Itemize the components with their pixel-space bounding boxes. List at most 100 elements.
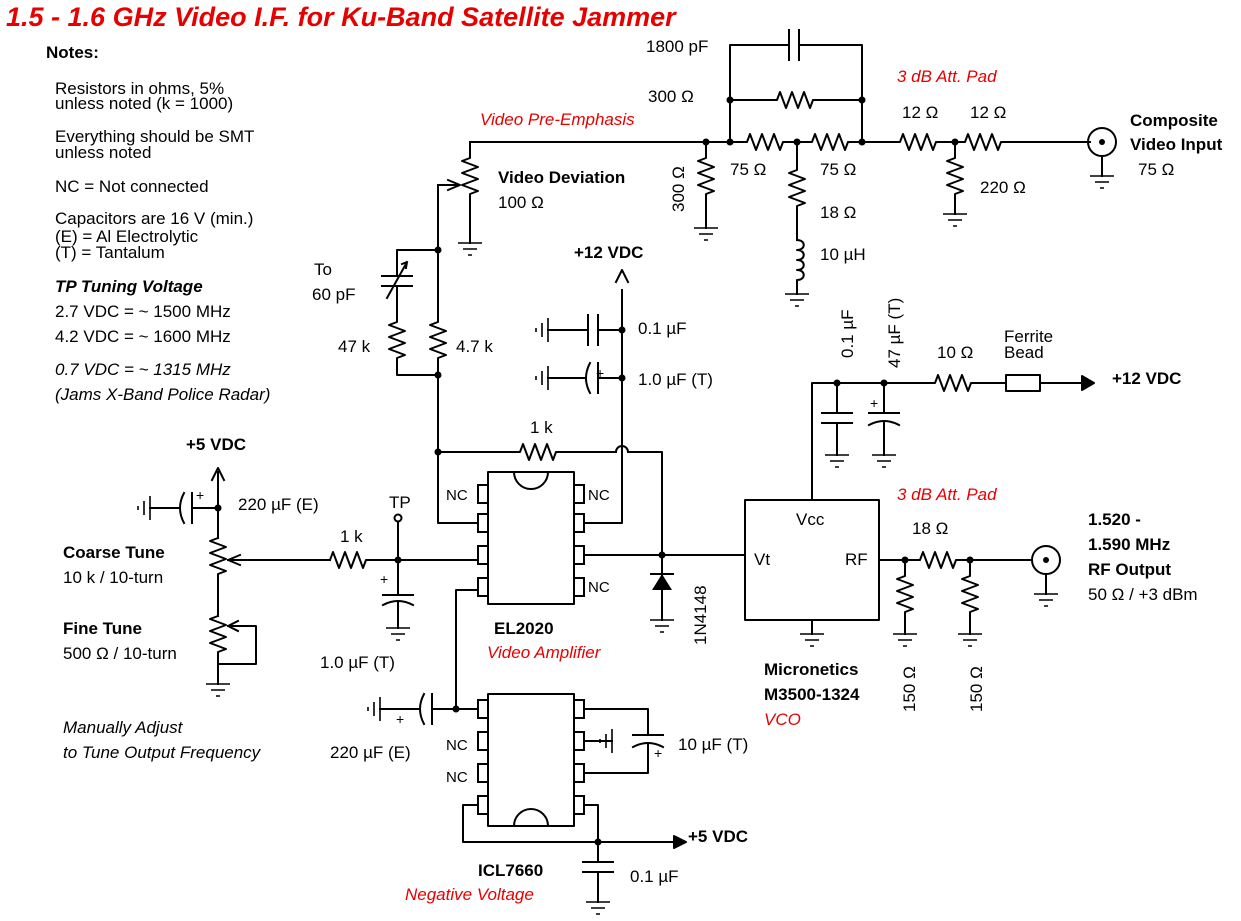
tp-label: TP bbox=[389, 493, 411, 512]
composite-label-1: Composite bbox=[1130, 111, 1218, 130]
c01-vco-label: 0.1 µF bbox=[838, 309, 857, 358]
notes-heading: Notes: bbox=[46, 43, 99, 62]
icl7660-converter: + 220 µF (E) + 10 µF (T) NC NC +5 VDC 0.… bbox=[330, 692, 748, 915]
trim-cap-label-2: 60 pF bbox=[312, 285, 355, 304]
diode-label: 1N4148 bbox=[691, 585, 710, 645]
deviation-name: Video Deviation bbox=[498, 168, 625, 187]
note-tp-heading: TP Tuning Voltage bbox=[55, 277, 203, 296]
trim-cap-label-1: To bbox=[314, 260, 332, 279]
icl-5v-label: +5 VDC bbox=[688, 827, 748, 846]
el2020-nc-1: NC bbox=[446, 487, 468, 504]
icl-c220-label: 220 µF (E) bbox=[330, 743, 411, 762]
feedback-1k-label: 1 k bbox=[530, 418, 553, 437]
pre-emphasis-network: 1800 pF 300 Ω Video Pre-Emphasis 300 Ω 7… bbox=[469, 29, 866, 307]
note-resistors-2: unless noted (k = 1000) bbox=[55, 94, 233, 113]
c220-label: 220 µF (E) bbox=[238, 495, 319, 514]
c1-tune-plus: + bbox=[380, 571, 388, 587]
notes-block: Notes: Resistors in ohms, 5% unless note… bbox=[46, 43, 270, 404]
coarse-tune-value: 10 k / 10-turn bbox=[63, 568, 163, 587]
el2020-nc-5: NC bbox=[588, 579, 610, 596]
composite-video-input: Composite Video Input 75 Ω bbox=[1087, 111, 1223, 189]
manual-note-2: to Tune Output Frequency bbox=[63, 743, 262, 762]
diode-1n4148: 1N4148 bbox=[650, 551, 710, 645]
el2020-desc: Video Amplifier bbox=[487, 643, 602, 662]
vco-module: Vcc Vt RF Micronetics M3500-1324 VCO bbox=[744, 382, 880, 729]
c47-vco-label: 47 µF (T) bbox=[885, 298, 904, 368]
deviation-value: 100 Ω bbox=[498, 193, 544, 212]
fine-tune-value: 500 Ω / 10-turn bbox=[63, 644, 177, 663]
note-smt-2: unless noted bbox=[55, 143, 151, 162]
r12a-label: 12 Ω bbox=[902, 103, 938, 122]
r75a-label: 75 Ω bbox=[730, 160, 766, 179]
c10-12v-label: 1.0 µF (T) bbox=[638, 370, 713, 389]
c1-tune-label: 1.0 µF (T) bbox=[320, 653, 395, 672]
note-resistors-1: Resistors in ohms, 5% bbox=[55, 79, 224, 98]
manual-note-1: Manually Adjust bbox=[63, 718, 184, 737]
note-cap-1: Capacitors are 16 V (min.) bbox=[55, 209, 253, 228]
fine-tune-name: Fine Tune bbox=[63, 619, 142, 638]
note-cap-3: (T) = Tantalum bbox=[55, 243, 165, 262]
output-att-pad: 3 dB Att. Pad 18 Ω 150 Ω 150 Ω bbox=[878, 485, 1031, 712]
r47k-label: 47 k bbox=[338, 337, 371, 356]
icl-c10-plus: + bbox=[654, 745, 662, 761]
coarse-tune-name: Coarse Tune bbox=[63, 543, 165, 562]
vco-rf: RF bbox=[845, 550, 868, 569]
note-smt-1: Everything should be SMT bbox=[55, 127, 254, 146]
note-tp-3: 0.7 VDC = ~ 1315 MHz bbox=[55, 360, 231, 379]
rf-out-4: 50 Ω / +3 dBm bbox=[1088, 585, 1198, 604]
c1800-label: 1800 pF bbox=[646, 37, 708, 56]
pre-emphasis-label: Video Pre-Emphasis bbox=[480, 110, 635, 129]
composite-label-2: Video Input bbox=[1130, 135, 1223, 154]
c47-plus: + bbox=[870, 395, 878, 411]
bead-label-2: Bead bbox=[1004, 343, 1044, 362]
vco-supply-filter: + 0.1 µF 47 µF (T) 10 Ω Ferrite Bead +12… bbox=[821, 298, 1181, 468]
r220-label: 220 Ω bbox=[980, 178, 1026, 197]
tune-section: +5 VDC + 220 µF (E) Coarse Tune 10 k / 1… bbox=[63, 435, 479, 762]
c220-plus: + bbox=[196, 487, 204, 503]
r4-7k-label: 4.7 k bbox=[456, 337, 493, 356]
vco-maker: Micronetics bbox=[764, 660, 858, 679]
tune-1k-label: 1 k bbox=[340, 527, 363, 546]
r18-out-label: 18 Ω bbox=[912, 519, 948, 538]
note-tp-2: 4.2 VDC = ~ 1600 MHz bbox=[55, 327, 231, 346]
r18-label: 18 Ω bbox=[820, 203, 856, 222]
r300-label: 300 Ω bbox=[648, 87, 694, 106]
att-pad-in-label: 3 dB Att. Pad bbox=[897, 67, 997, 86]
c01-12v-label: 0.1 µF bbox=[638, 319, 687, 338]
vco-desc: VCO bbox=[764, 710, 801, 729]
supply-12v-label: +12 VDC bbox=[574, 243, 643, 262]
rf-output: 1.520 - 1.590 MHz RF Output 50 Ω / +3 dB… bbox=[1031, 510, 1198, 607]
supply-5v-label: +5 VDC bbox=[186, 435, 246, 454]
bead-label-1: Ferrite bbox=[1004, 327, 1053, 346]
c1-plus: + bbox=[596, 365, 604, 381]
composite-impedance: 75 Ω bbox=[1138, 160, 1174, 179]
r300-shunt-label: 300 Ω bbox=[669, 166, 688, 212]
icl-c220-plus: + bbox=[396, 711, 404, 727]
el2020-name: EL2020 bbox=[494, 619, 554, 638]
note-nc: NC = Not connected bbox=[55, 177, 209, 196]
note-cap-2: (E) = Al Electrolytic bbox=[55, 227, 199, 246]
icl-c10-label: 10 µF (T) bbox=[678, 735, 748, 754]
video-deviation-pot: Video Deviation 100 Ω bbox=[437, 141, 625, 256]
r12b-label: 12 Ω bbox=[970, 103, 1006, 122]
diagram-title: 1.5 - 1.6 GHz Video I.F. for Ku-Band Sat… bbox=[6, 2, 677, 32]
note-tp-4: (Jams X-Band Police Radar) bbox=[55, 385, 270, 404]
el2020-amplifier: NC NC NC EL2020 Video Amplifier bbox=[437, 451, 746, 709]
vco-vt: Vt bbox=[754, 550, 770, 569]
el2020-nc-8: NC bbox=[588, 487, 610, 504]
vco-part: M3500-1324 bbox=[764, 685, 860, 704]
rf-out-1: 1.520 - bbox=[1088, 510, 1141, 529]
rf-out-2: 1.590 MHz bbox=[1088, 535, 1170, 554]
vco-12v-label: +12 VDC bbox=[1112, 369, 1181, 388]
input-att-pad: 3 dB Att. Pad 12 Ω 12 Ω 220 Ω bbox=[861, 67, 1091, 227]
icl-name: ICL7660 bbox=[478, 861, 543, 880]
r150b-label: 150 Ω bbox=[967, 666, 986, 712]
icl-desc: Negative Voltage bbox=[405, 885, 534, 904]
feedback-resistor: 1 k bbox=[434, 418, 663, 561]
l10-label: 10 µH bbox=[820, 245, 866, 264]
r150a-label: 150 Ω bbox=[900, 666, 919, 712]
r75b-label: 75 Ω bbox=[820, 160, 856, 179]
icl-nc-3: NC bbox=[446, 769, 468, 786]
note-tp-1: 2.7 VDC = ~ 1500 MHz bbox=[55, 302, 231, 321]
